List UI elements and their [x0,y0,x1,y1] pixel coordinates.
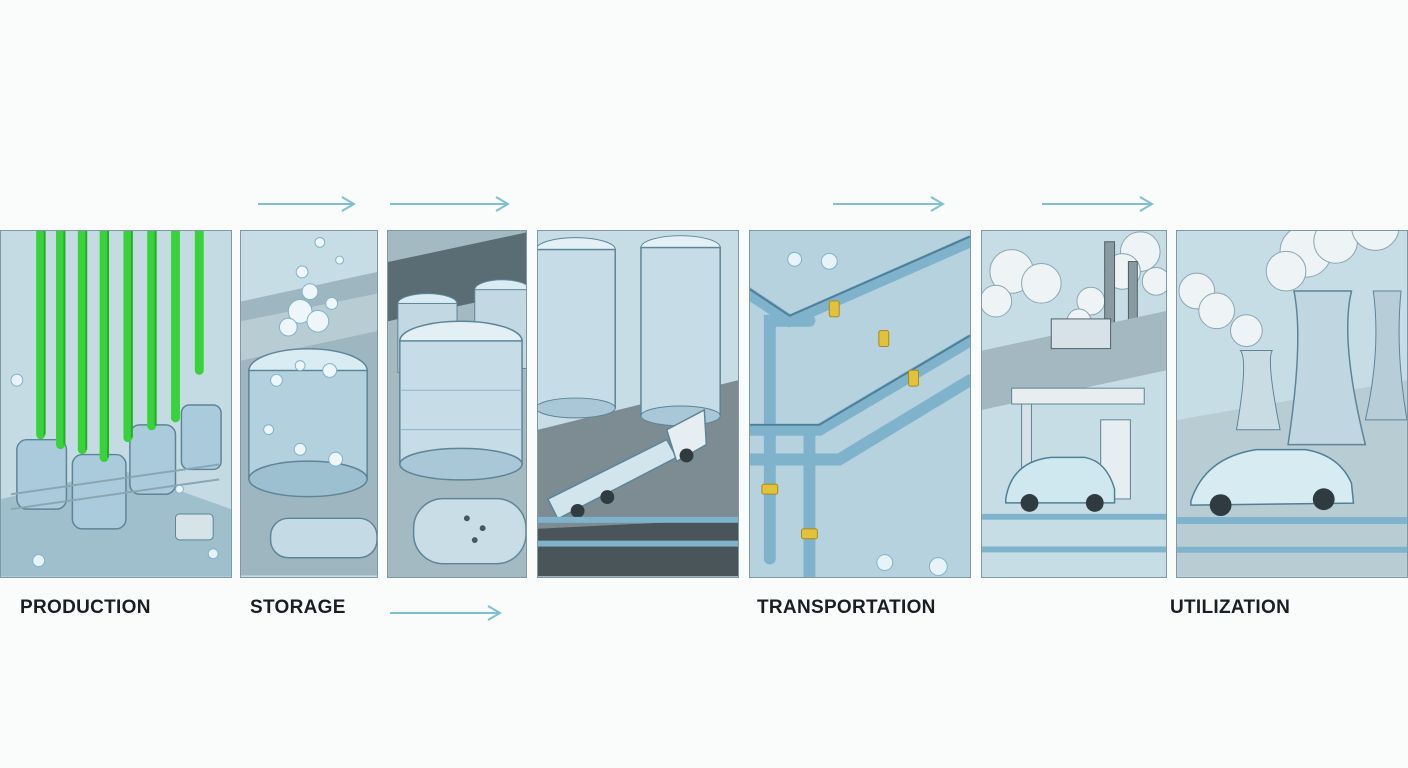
arrow-right-icon [390,196,510,212]
arrow-right-icon [258,196,356,212]
arrow-right-icon [833,196,945,212]
label-storage: STORAGE [250,597,346,618]
pipeline-icon [750,231,970,577]
arrow-right-icon [1042,196,1154,212]
production-panel [0,230,232,578]
storage-panel-2 [387,230,527,578]
label-transportation: TRANSPORTATION [757,597,936,618]
fuel-station-panel [981,230,1167,578]
tanker-panel [537,230,739,578]
power-plant-panel [1176,230,1408,578]
label-production: PRODUCTION [20,597,151,618]
label-utilization: UTILIZATION [1170,597,1291,618]
fuel-station-icon [982,231,1166,577]
cooling-tower-icon [1177,231,1407,577]
storage-tank-icon [388,232,526,576]
tanker-truck-icon [538,231,738,577]
arrow-right-icon [390,605,502,621]
electrolyzer-icon [1,231,231,577]
storage-tank-icon [241,232,377,576]
storage-panel-1 [240,230,378,578]
pipeline-panel [749,230,971,578]
